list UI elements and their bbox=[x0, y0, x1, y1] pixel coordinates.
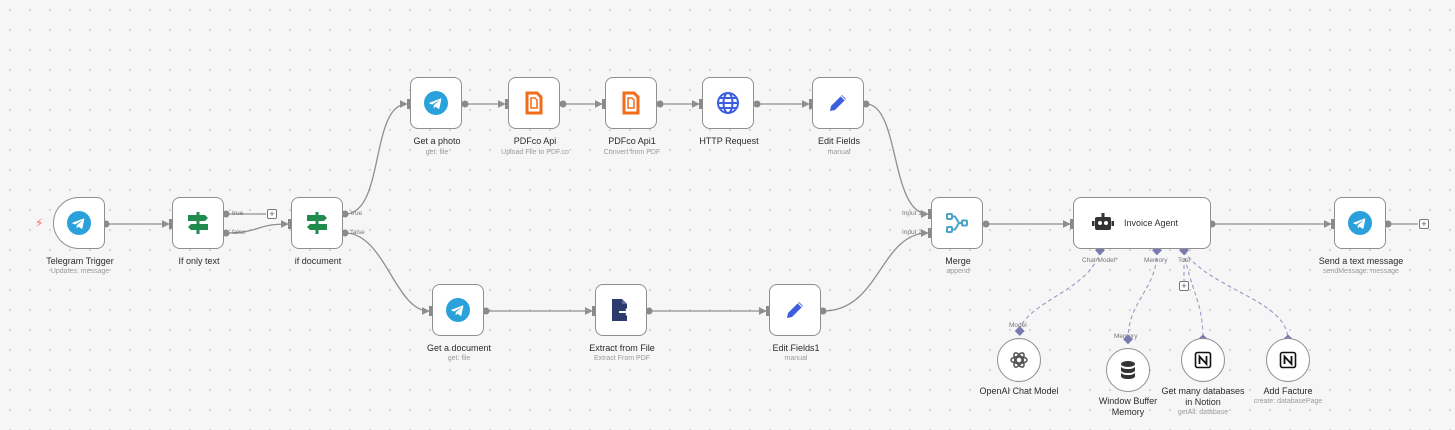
node-get-many-notion[interactable] bbox=[1181, 338, 1225, 382]
node-add-facture[interactable] bbox=[1266, 338, 1310, 382]
node-http-request[interactable] bbox=[702, 77, 754, 129]
node-merge-sub: append bbox=[946, 268, 970, 275]
node-pdfco-api1-sub: Convert from PDF bbox=[603, 149, 661, 156]
node-extract-from-file-label: Extract from File bbox=[589, 343, 655, 353]
port-chat-model-label: Chat Model* bbox=[1082, 257, 1118, 264]
pencil-icon bbox=[787, 302, 803, 318]
trigger-bolt-icon: ⚡ bbox=[35, 216, 44, 230]
node-if-document[interactable] bbox=[291, 197, 343, 249]
node-get-photo[interactable] bbox=[410, 77, 462, 129]
edge-editfields-to-merge bbox=[865, 103, 929, 218]
node-pdfco-api1[interactable] bbox=[605, 77, 657, 129]
node-edit-fields1-sub: manual bbox=[784, 355, 808, 362]
node-get-document-sub: get: file bbox=[447, 355, 471, 362]
node-get-many-notion-label-1: Get many databases bbox=[1161, 386, 1245, 396]
telegram-icon bbox=[1348, 211, 1372, 235]
node-window-buffer-memory[interactable] bbox=[1106, 348, 1150, 392]
node-window-memory-label-1: Window Buffer bbox=[1098, 396, 1158, 406]
node-telegram-trigger-label: Telegram Trigger bbox=[46, 256, 114, 266]
node-if-only-text-label: If only text bbox=[178, 256, 220, 266]
port-tool-label: Tool bbox=[1178, 257, 1190, 264]
node-merge-label: Merge bbox=[945, 256, 971, 266]
merge-icon bbox=[946, 213, 968, 233]
add-node-button[interactable]: + bbox=[267, 209, 277, 219]
signpost-icon bbox=[188, 212, 208, 234]
node-get-photo-label: Get a photo bbox=[413, 136, 461, 146]
node-pdfco-api-label: PDFco Api bbox=[513, 136, 557, 146]
node-openai-label: OpenAI Chat Model bbox=[979, 386, 1059, 396]
node-pdfco-api-sub: Upload File to PDF.co bbox=[501, 149, 569, 156]
node-add-facture-label: Add Facture bbox=[1263, 386, 1313, 396]
telegram-icon bbox=[424, 91, 448, 115]
node-send-text-label: Send a text message bbox=[1318, 256, 1404, 266]
port-input2-label: Input 2 bbox=[902, 229, 922, 236]
robot-icon bbox=[1092, 213, 1114, 230]
ai-edge-tool-notion bbox=[1183, 250, 1204, 341]
node-edit-fields-sub: manual bbox=[827, 149, 851, 156]
node-if-only-text[interactable] bbox=[172, 197, 224, 249]
node-get-document-label: Get a document bbox=[426, 343, 492, 353]
node-telegram-trigger[interactable] bbox=[53, 197, 105, 249]
notion-icon bbox=[1279, 351, 1297, 369]
add-node-button[interactable]: + bbox=[1419, 219, 1429, 229]
port-true-label: true bbox=[232, 210, 244, 217]
database-icon bbox=[1121, 361, 1135, 379]
node-edit-fields[interactable] bbox=[812, 77, 864, 129]
globe-icon bbox=[717, 92, 739, 114]
node-window-memory-label-2: Memory bbox=[1111, 407, 1145, 417]
node-edit-fields1[interactable] bbox=[769, 284, 821, 336]
node-get-many-notion-label-2: in Notion bbox=[1185, 397, 1221, 407]
pencil-icon bbox=[830, 95, 846, 111]
node-edit-fields1-label: Edit Fields1 bbox=[772, 343, 820, 353]
node-send-text-sub: sendMessage: message bbox=[1323, 268, 1399, 275]
edge-ifonlytext-false-to-ifdocument bbox=[225, 220, 289, 234]
node-pdfco-api[interactable] bbox=[508, 77, 560, 129]
node-edit-fields-label: Edit Fields bbox=[817, 136, 861, 146]
add-tool-button[interactable]: + bbox=[1179, 281, 1189, 291]
node-add-facture-sub: create: databasePage bbox=[1253, 398, 1323, 405]
node-merge[interactable] bbox=[931, 197, 983, 249]
node-openai-chat-model[interactable] bbox=[997, 338, 1041, 382]
node-telegram-trigger-sub: Updates: message bbox=[50, 268, 110, 275]
port-memory-input-label: Memory bbox=[1114, 333, 1138, 340]
file-export-icon bbox=[612, 299, 631, 321]
ai-edge-memory bbox=[1127, 250, 1158, 341]
node-send-text-message[interactable] bbox=[1334, 197, 1386, 249]
signpost-icon bbox=[307, 212, 327, 234]
ai-edge-tool-facture bbox=[1183, 250, 1289, 341]
node-get-document[interactable] bbox=[432, 284, 484, 336]
node-http-request-label: HTTP Request bbox=[699, 136, 759, 146]
port-false-label: false bbox=[351, 229, 365, 236]
telegram-icon bbox=[446, 298, 470, 322]
openai-icon bbox=[1010, 352, 1028, 368]
node-get-many-notion-sub: getAll: database bbox=[1177, 409, 1229, 416]
node-invoice-agent[interactable]: Invoice Agent bbox=[1073, 197, 1211, 249]
node-extract-from-file-sub: Extract From PDF bbox=[593, 355, 650, 362]
node-get-photo-sub: get: file bbox=[425, 149, 449, 156]
node-pdfco-api1-label: PDFco Api1 bbox=[608, 136, 656, 146]
port-input1-label: Input 1 bbox=[902, 210, 922, 217]
edge-ifdocument-false-to-document bbox=[344, 232, 430, 315]
telegram-icon bbox=[67, 211, 91, 235]
port-model-label: Model bbox=[1009, 322, 1027, 329]
edge-ifdocument-true-to-photo bbox=[344, 100, 408, 215]
port-true-label: true bbox=[351, 210, 363, 217]
node-extract-from-file[interactable] bbox=[595, 284, 647, 336]
edge-editfields1-to-merge bbox=[822, 229, 929, 312]
notion-icon bbox=[1194, 351, 1212, 369]
node-invoice-agent-label: Invoice Agent bbox=[1124, 218, 1179, 228]
node-if-document-label: if document bbox=[294, 256, 342, 266]
port-memory-label: Memory bbox=[1144, 257, 1168, 264]
pdfco-icon bbox=[622, 91, 640, 115]
pdfco-icon bbox=[525, 91, 543, 115]
port-false-label: false bbox=[232, 229, 246, 236]
